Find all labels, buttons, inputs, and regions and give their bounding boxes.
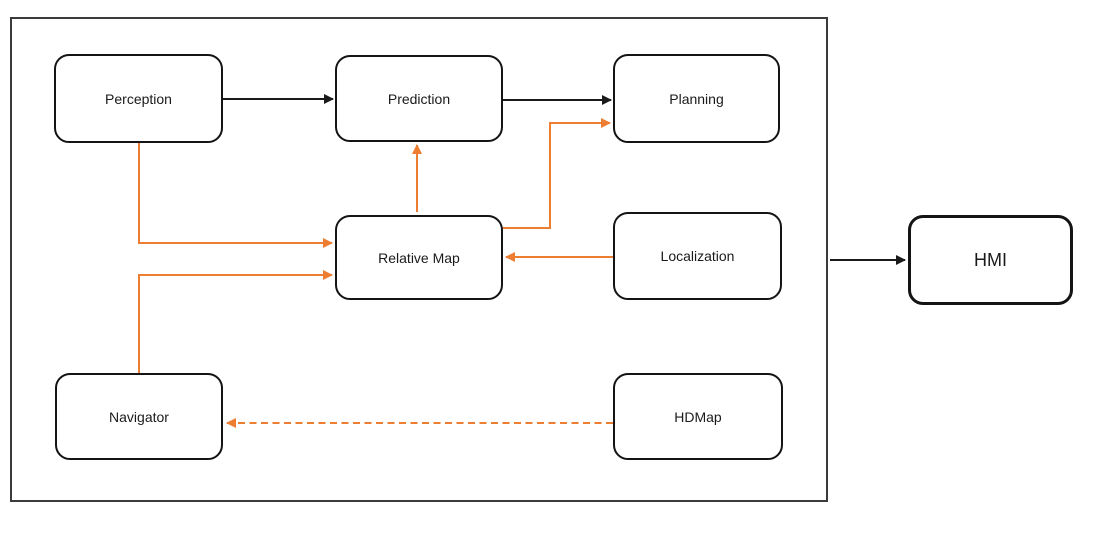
node-hmi: HMI — [908, 215, 1073, 305]
node-hdmap-label: HDMap — [674, 408, 722, 425]
system-boundary-box — [10, 17, 828, 502]
node-perception: Perception — [54, 54, 223, 143]
node-prediction-label: Prediction — [387, 90, 451, 107]
node-navigator: Navigator — [55, 373, 223, 460]
node-hdmap: HDMap — [613, 373, 783, 460]
node-planning-label: Planning — [669, 90, 724, 107]
node-relative-map: Relative Map — [335, 215, 503, 300]
node-prediction: Prediction — [335, 55, 503, 142]
node-hmi-label: HMI — [974, 249, 1007, 270]
node-relative-map-label: Relative Map — [378, 249, 460, 266]
node-localization: Localization — [613, 212, 782, 300]
node-localization-label: Localization — [660, 248, 735, 264]
node-navigator-label: Navigator — [109, 408, 169, 425]
node-perception-label: Perception — [105, 90, 172, 107]
node-planning: Planning — [613, 54, 780, 143]
